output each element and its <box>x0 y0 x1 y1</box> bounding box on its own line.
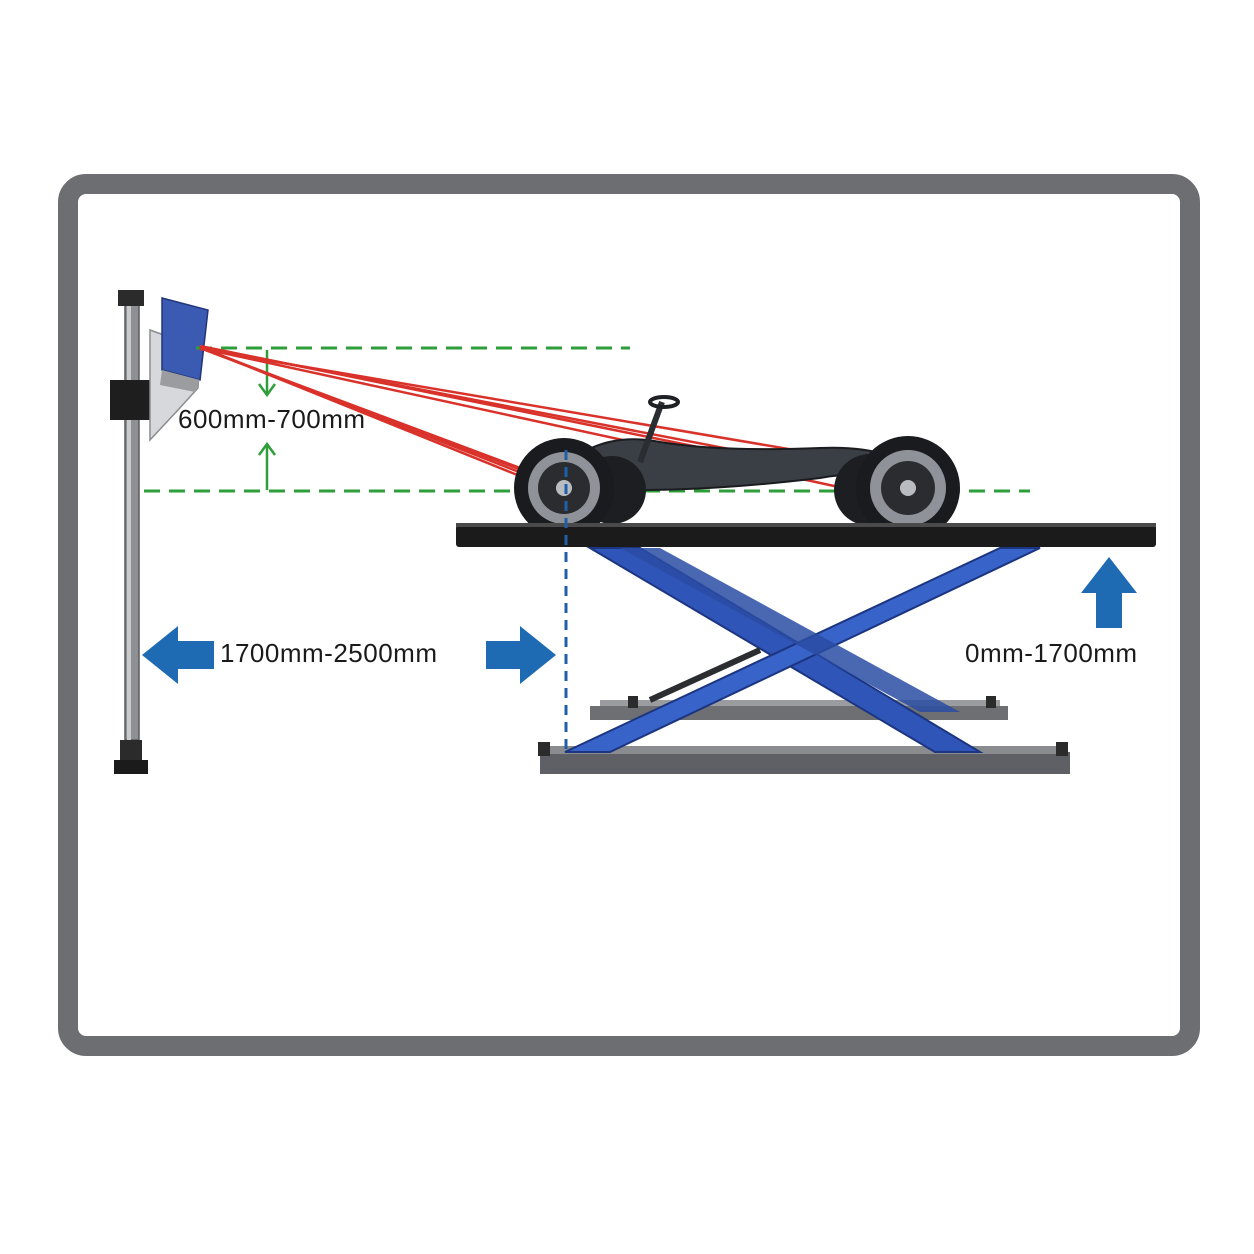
diagram-frame <box>58 174 1200 1056</box>
camera-column <box>110 290 150 774</box>
vehicle-wheel-front <box>514 438 614 538</box>
vehicle <box>514 395 960 540</box>
arrow-left-icon <box>142 626 214 684</box>
scissor-lift-mechanism <box>538 547 1070 774</box>
lift-height-range-label: 0mm-1700mm <box>965 638 1138 668</box>
arrow-up-icon <box>1081 557 1137 628</box>
distance-range-label: 1700mm-2500mm <box>220 638 438 668</box>
lift-platform <box>456 523 1156 547</box>
vehicle-wheel-rear <box>856 436 960 540</box>
arrow-right-icon <box>486 626 556 684</box>
target-height-range-label: 600mm-700mm <box>178 404 366 434</box>
camera-head <box>149 297 209 442</box>
